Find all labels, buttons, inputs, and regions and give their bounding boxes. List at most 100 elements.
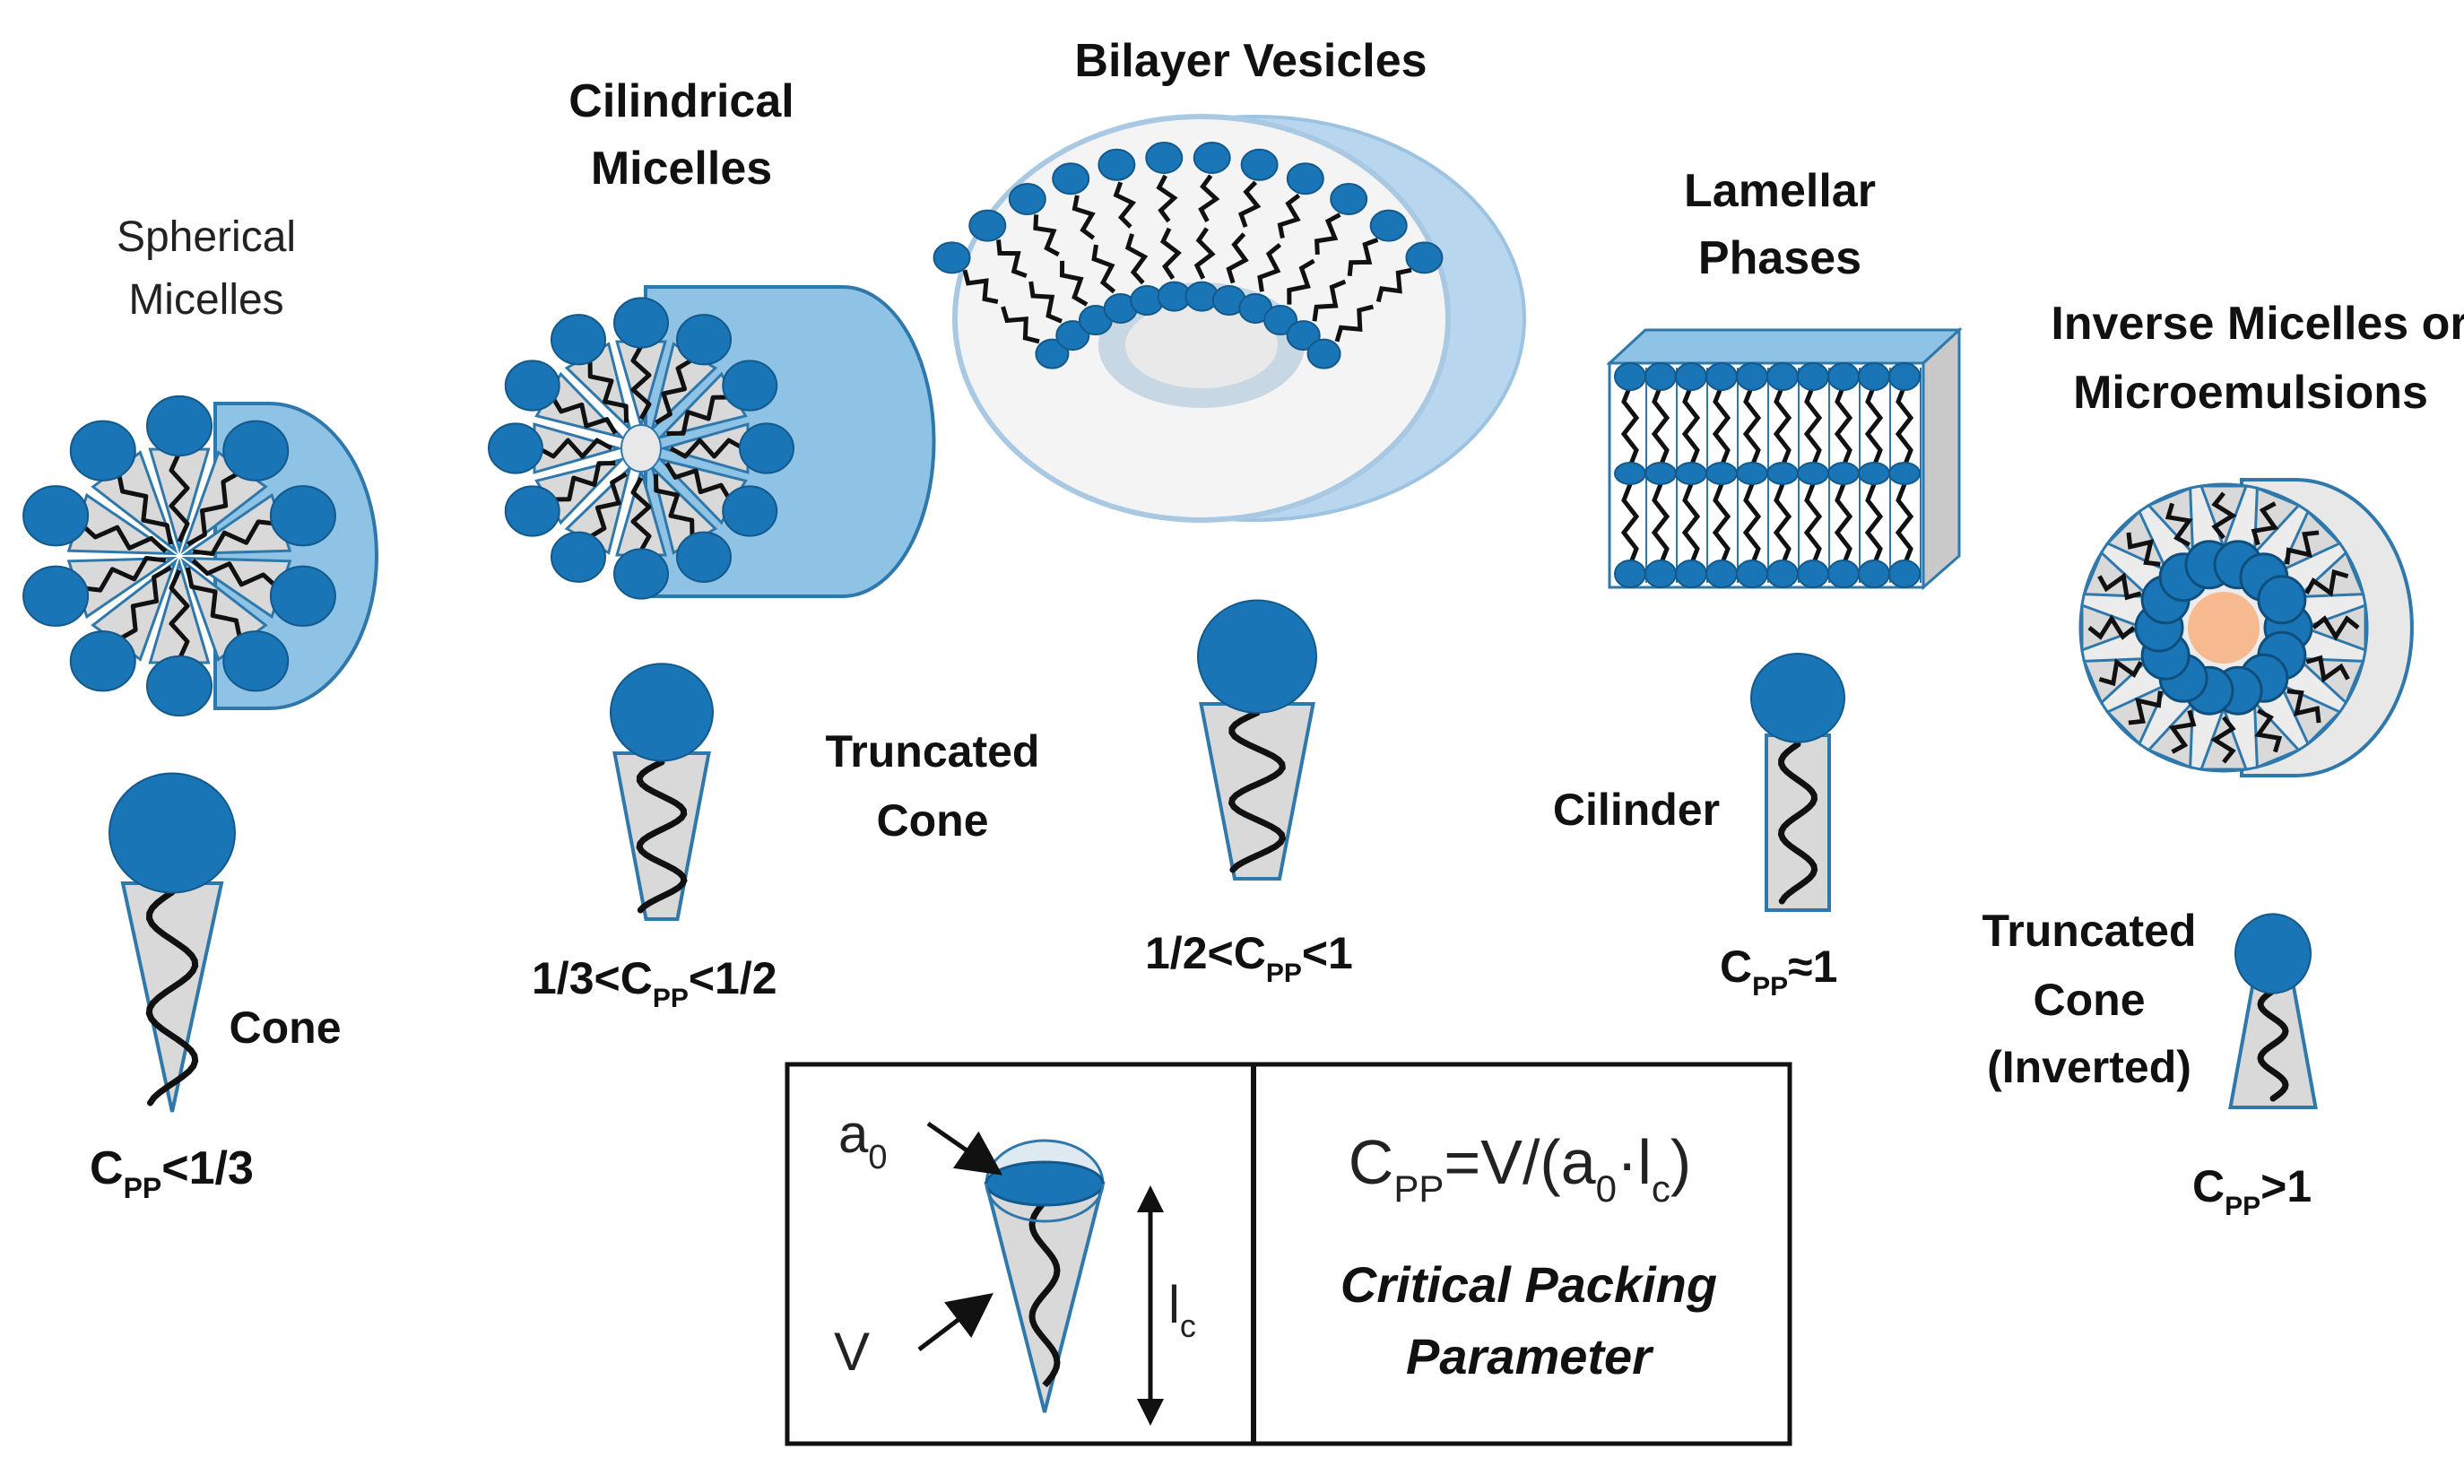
cpp-formula: CPP=V/(a0·lc) xyxy=(1349,1127,1691,1210)
top-head xyxy=(1675,362,1707,391)
lower-tail xyxy=(1620,483,1640,566)
tail xyxy=(666,395,730,436)
inner-tail xyxy=(1059,260,1089,307)
lamellar-side-face xyxy=(1922,326,1961,591)
tail xyxy=(1228,709,1287,873)
tail xyxy=(2251,501,2279,546)
mid-head xyxy=(1797,462,1829,485)
head-group xyxy=(222,420,290,482)
head-group xyxy=(22,485,90,547)
cylindrical-micelle-end xyxy=(488,297,794,600)
bottom-head xyxy=(1644,560,1677,588)
outer-head xyxy=(1330,183,1368,216)
mid-head xyxy=(1614,462,1646,485)
inverse-title-line1: Inverse Micelles or xyxy=(2051,298,2464,350)
tail xyxy=(2285,530,2320,565)
cone-label: Cone xyxy=(230,1002,342,1053)
cone-surfactant-shape xyxy=(108,772,236,1113)
outer-tail xyxy=(1375,267,1412,303)
cilinder-cpp-label: CPP≈1 xyxy=(1720,942,1837,1002)
vesicle-inner-lumen xyxy=(1125,302,1278,388)
tail xyxy=(630,476,652,552)
inner-head xyxy=(1286,320,1321,351)
top-head xyxy=(1797,362,1829,391)
head xyxy=(2234,913,2312,994)
legend-tail xyxy=(1028,1199,1061,1388)
outer-head xyxy=(968,209,1007,242)
head-group xyxy=(69,420,136,482)
bottom-head xyxy=(1614,560,1646,588)
inner-tail xyxy=(1001,306,1040,344)
upper-tail xyxy=(1773,385,1792,467)
tail xyxy=(2128,690,2163,725)
tail xyxy=(655,358,694,425)
caption-line2: Parameter xyxy=(1406,1328,1654,1384)
cylindrical-title-line1: Cilindrical xyxy=(568,75,794,127)
head-group xyxy=(551,531,606,583)
tail xyxy=(2305,655,2350,683)
tail xyxy=(2087,614,2136,640)
head-group xyxy=(269,485,336,547)
tail xyxy=(117,565,172,642)
inner-tail xyxy=(1334,304,1375,343)
lower-tail xyxy=(1803,483,1823,566)
head-group xyxy=(613,297,669,349)
bottom-head xyxy=(1797,560,1829,588)
truncated-cone-cpp-label: 1/3<CPP<1/2 xyxy=(532,953,777,1013)
top-head xyxy=(1766,362,1799,391)
spherical-title-line2: Micelles xyxy=(128,276,283,324)
tail xyxy=(169,568,190,661)
head-group xyxy=(488,422,543,474)
water-core xyxy=(2188,592,2260,664)
truncated-cone-shape-2 xyxy=(1197,599,1317,881)
outer-head xyxy=(1098,148,1136,181)
outer-head xyxy=(1145,141,1184,174)
bottom-head xyxy=(1827,560,1860,588)
inner-head xyxy=(1263,305,1298,336)
tail xyxy=(669,438,745,459)
tail xyxy=(2312,615,2360,641)
inner-tail xyxy=(1091,244,1116,294)
head xyxy=(108,772,236,894)
head-group xyxy=(22,565,90,627)
tail xyxy=(2168,709,2197,754)
outer-tail xyxy=(1113,181,1137,229)
bottom-head xyxy=(1888,560,1921,588)
inverted-truncated-cone-shape xyxy=(2228,913,2318,1109)
bottom-head xyxy=(1705,560,1738,588)
lower-tail xyxy=(1651,483,1670,566)
tail xyxy=(2254,708,2283,753)
outer-head xyxy=(1369,209,1408,242)
lower-tail xyxy=(1864,483,1884,566)
top-head xyxy=(1644,362,1677,391)
upper-tail xyxy=(1864,385,1884,467)
lamellar-phase-group: Lamellar Phases xyxy=(1606,165,1963,591)
top-head xyxy=(1827,362,1860,391)
bottom-head xyxy=(1736,560,1768,588)
head xyxy=(610,663,714,762)
cone-cpp-label: CPP<1/3 xyxy=(90,1142,254,1204)
bottom-head xyxy=(1858,560,1890,588)
mid-head xyxy=(1675,462,1707,485)
outer-tail xyxy=(1314,213,1341,255)
head-group xyxy=(722,360,778,412)
head-group xyxy=(504,485,560,537)
tail xyxy=(2165,502,2193,547)
lc-arrow-up xyxy=(1137,1185,1164,1212)
cylindrical-title-line2: Micelles xyxy=(591,143,772,195)
tail xyxy=(192,519,279,556)
head-group xyxy=(613,548,669,600)
truncated-cone-2-cpp-label: 1/2<CPP<1 xyxy=(1145,928,1353,988)
head-group xyxy=(676,314,732,366)
lower-tail xyxy=(1742,483,1762,566)
v-arrow xyxy=(917,1292,993,1351)
tail xyxy=(2211,491,2237,540)
inner-tail xyxy=(1124,233,1149,285)
spherical-micelle-group: Spherical Micelles xyxy=(22,213,378,717)
legend-box: a0 V lc CPP=V/(a0·lc) Critical Packing P… xyxy=(785,1062,1792,1446)
head-group xyxy=(69,630,136,692)
tail xyxy=(537,438,613,459)
top-head xyxy=(1736,362,1768,391)
lamellar-top-face xyxy=(1606,328,1963,365)
head-group xyxy=(504,360,560,412)
